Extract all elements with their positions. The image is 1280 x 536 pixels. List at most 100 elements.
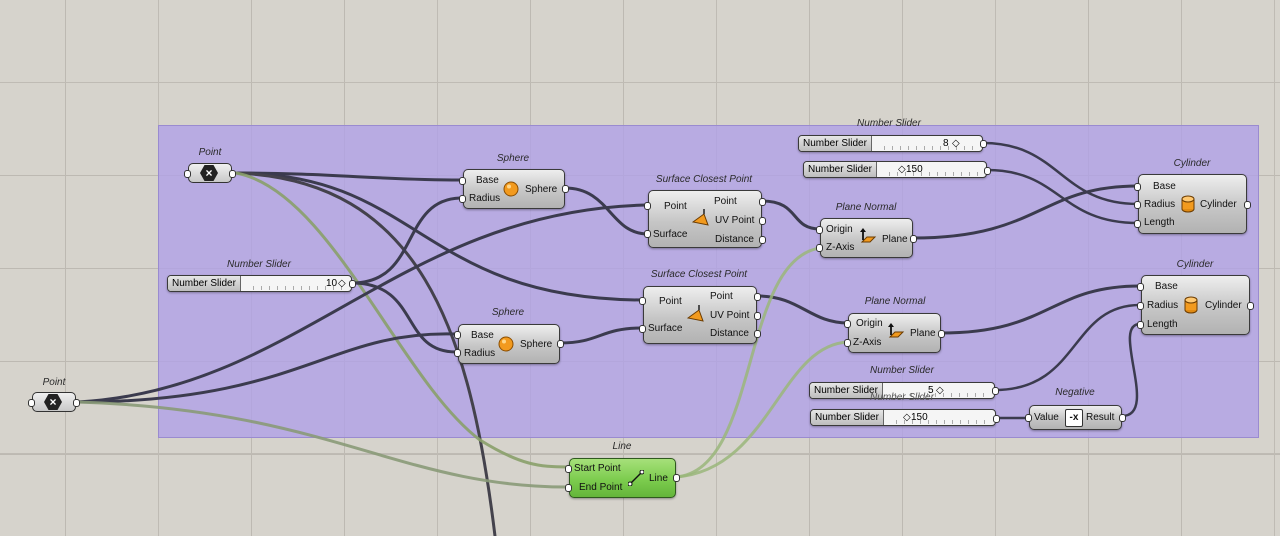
z-axis-input[interactable]: Z-Axis <box>826 242 855 253</box>
surface-closest-point-component[interactable]: Point Surface Point UV Point Distance <box>648 190 762 248</box>
output-pin[interactable] <box>980 140 987 148</box>
output-pin[interactable] <box>984 167 991 175</box>
input-pin[interactable] <box>844 339 851 347</box>
sphere-output[interactable]: Sphere <box>520 339 553 350</box>
start-point-input[interactable]: Start Point <box>574 463 621 474</box>
output-pin[interactable] <box>73 399 80 407</box>
number-slider[interactable]: Number Slider ◇ 150 <box>803 161 987 178</box>
slider-track[interactable] <box>889 410 987 425</box>
sphere-component[interactable]: Base Radius Sphere <box>458 324 560 364</box>
origin-input[interactable]: Origin <box>826 224 853 235</box>
slider-knob-icon[interactable]: ◇ <box>338 278 346 289</box>
surface-input[interactable]: Surface <box>648 323 683 334</box>
slider-knob-icon[interactable]: ◇ <box>898 164 906 175</box>
base-input[interactable]: Base <box>471 330 494 341</box>
output-pin[interactable] <box>754 293 761 301</box>
output-pin[interactable] <box>1247 302 1254 310</box>
input-pin[interactable] <box>1137 302 1144 310</box>
input-pin[interactable] <box>816 244 823 252</box>
number-slider[interactable]: Number Slider 8 ◇ <box>798 135 983 152</box>
output-pin[interactable] <box>938 330 945 338</box>
cylinder-component[interactable]: Base Radius Length Cylinder <box>1138 174 1247 234</box>
output-pin[interactable] <box>349 280 356 288</box>
sphere-output[interactable]: Sphere <box>525 184 558 195</box>
point-output[interactable]: Point <box>714 196 737 207</box>
slider-knob-icon[interactable]: ◇ <box>903 412 911 423</box>
base-input[interactable]: Base <box>1155 281 1178 292</box>
line-component[interactable]: Start Point End Point Line <box>569 458 676 498</box>
input-pin[interactable] <box>639 297 646 305</box>
output-pin[interactable] <box>754 312 761 320</box>
slider-track[interactable] <box>877 136 973 151</box>
input-pin[interactable] <box>644 202 651 210</box>
input-pin[interactable] <box>639 325 646 333</box>
number-slider[interactable]: Number Slider 5 ◇ <box>809 382 995 399</box>
radius-input[interactable]: Radius <box>469 193 501 204</box>
uv-point-output[interactable]: UV Point <box>710 310 750 321</box>
radius-input[interactable]: Radius <box>1147 300 1179 311</box>
input-pin[interactable] <box>459 195 466 203</box>
z-axis-input[interactable]: Z-Axis <box>853 337 882 348</box>
value-input[interactable]: Value <box>1034 412 1059 423</box>
number-slider[interactable]: Number Slider ◇ 150 <box>810 409 996 426</box>
point-output[interactable]: Point <box>710 291 733 302</box>
output-pin[interactable] <box>1244 201 1251 209</box>
input-pin[interactable] <box>644 230 651 238</box>
negative-component[interactable]: Value -x Result <box>1029 405 1122 430</box>
output-pin[interactable] <box>1119 414 1126 422</box>
input-pin[interactable] <box>565 465 572 473</box>
input-pin[interactable] <box>28 399 35 407</box>
output-pin[interactable] <box>759 217 766 225</box>
result-output[interactable]: Result <box>1086 412 1115 423</box>
cylinder-output[interactable]: Cylinder <box>1205 300 1242 311</box>
input-pin[interactable] <box>1137 321 1144 329</box>
slider-track[interactable] <box>882 162 978 177</box>
slider-knob-icon[interactable]: ◇ <box>936 385 944 396</box>
input-pin[interactable] <box>459 177 466 185</box>
input-pin[interactable] <box>1134 201 1141 209</box>
end-point-input[interactable]: End Point <box>579 482 623 493</box>
base-input[interactable]: Base <box>1153 181 1176 192</box>
plane-normal-component[interactable]: Origin Z-Axis Plane <box>848 313 941 353</box>
slider-knob-icon[interactable]: ◇ <box>952 138 960 149</box>
input-pin[interactable] <box>1137 283 1144 291</box>
base-input[interactable]: Base <box>476 175 499 186</box>
input-pin[interactable] <box>1025 414 1032 422</box>
input-pin[interactable] <box>454 331 461 339</box>
point-param[interactable]: × <box>32 392 76 412</box>
cylinder-output[interactable]: Cylinder <box>1200 199 1237 210</box>
plane-output[interactable]: Plane <box>910 328 936 339</box>
plane-normal-component[interactable]: Origin Z-Axis Plane <box>820 218 913 258</box>
length-input[interactable]: Length <box>1147 319 1178 330</box>
output-pin[interactable] <box>754 330 761 338</box>
input-pin[interactable] <box>454 349 461 357</box>
input-pin[interactable] <box>844 320 851 328</box>
surface-closest-point-component[interactable]: Point Surface Point UV Point Distance <box>643 286 757 344</box>
length-input[interactable]: Length <box>1144 217 1175 228</box>
input-pin[interactable] <box>565 484 572 492</box>
output-pin[interactable] <box>759 236 766 244</box>
distance-output[interactable]: Distance <box>710 328 749 339</box>
slider-track[interactable] <box>888 383 986 398</box>
origin-input[interactable]: Origin <box>856 318 883 329</box>
output-pin[interactable] <box>759 198 766 206</box>
distance-output[interactable]: Distance <box>715 234 754 245</box>
sphere-component[interactable]: Base Radius Sphere <box>463 169 565 209</box>
number-slider[interactable]: Number Slider 10 ◇ <box>167 275 352 292</box>
cylinder-component[interactable]: Base Radius Length Cylinder <box>1141 275 1250 335</box>
radius-input[interactable]: Radius <box>464 348 496 359</box>
line-output[interactable]: Line <box>649 473 668 484</box>
input-pin[interactable] <box>1134 183 1141 191</box>
plane-output[interactable]: Plane <box>882 234 908 245</box>
uv-point-output[interactable]: UV Point <box>715 215 755 226</box>
point-input[interactable]: Point <box>659 296 682 307</box>
radius-input[interactable]: Radius <box>1144 199 1176 210</box>
output-pin[interactable] <box>910 235 917 243</box>
output-pin[interactable] <box>557 340 564 348</box>
input-pin[interactable] <box>184 170 191 178</box>
input-pin[interactable] <box>1134 220 1141 228</box>
input-pin[interactable] <box>816 226 823 234</box>
output-pin[interactable] <box>673 474 680 482</box>
output-pin[interactable] <box>992 387 999 395</box>
point-param[interactable]: × <box>188 163 232 183</box>
